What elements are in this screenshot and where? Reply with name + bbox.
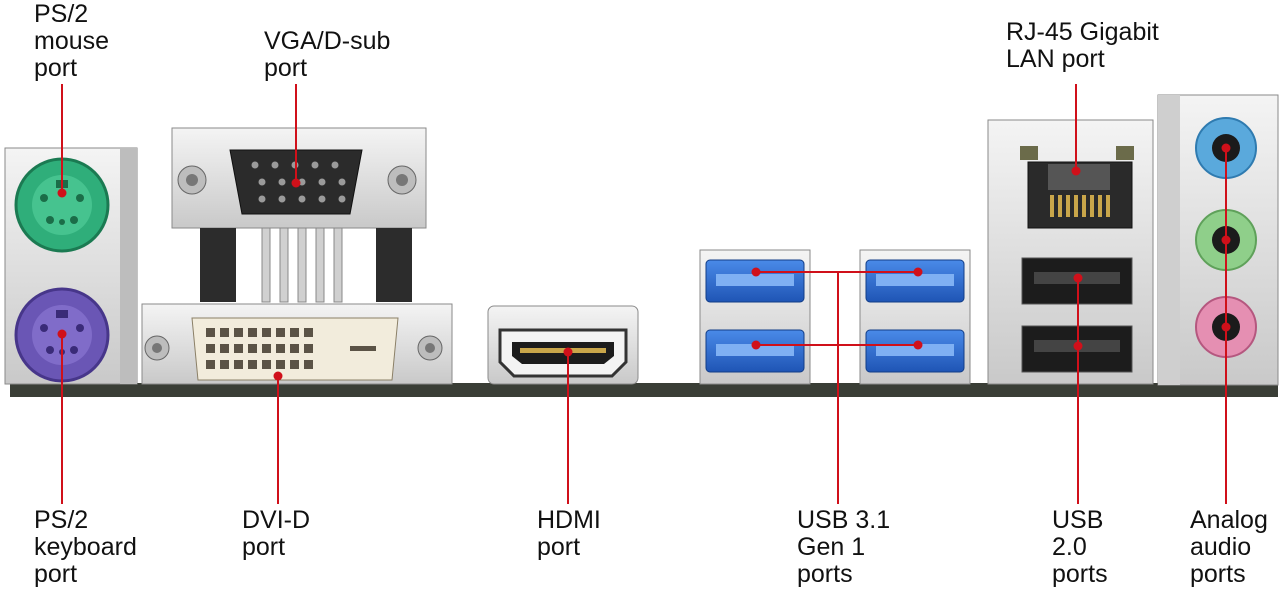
label-line: LAN port: [1006, 45, 1105, 73]
vga-port: [171, 127, 427, 303]
label-usb20: USB 2.0 ports: [1052, 507, 1108, 588]
label-line: port: [537, 533, 581, 561]
label-line: PS/2: [34, 506, 89, 534]
label-line: USB: [1052, 506, 1104, 534]
lan-usb20-stack: [987, 119, 1154, 385]
label-line: RJ-45 Gigabit: [1006, 18, 1159, 46]
label-line: mouse: [34, 27, 110, 55]
label-hdmi: HDMI port: [537, 507, 601, 561]
label-line: Analog: [1190, 506, 1268, 534]
label-line: ports: [1052, 560, 1108, 588]
label-line: audio: [1190, 533, 1252, 561]
label-usb31: USB 3.1 Gen 1 ports: [797, 507, 890, 588]
pcb-board: [10, 383, 1278, 397]
label-line: port: [34, 560, 78, 588]
label-line: ports: [797, 560, 853, 588]
label-line: port: [242, 533, 286, 561]
label-line: DVI-D: [242, 506, 311, 534]
label-rj45: RJ-45 Gigabit LAN port: [1006, 19, 1159, 73]
label-audio: Analog audio ports: [1190, 507, 1268, 588]
leader-lines: [57, 84, 1231, 504]
label-ps2-keyboard: PS/2 keyboard port: [34, 507, 137, 588]
label-line: 2.0: [1052, 533, 1087, 561]
label-vga: VGA/D-sub port: [264, 28, 390, 82]
label-line: port: [34, 54, 78, 82]
dvi-d-port: [141, 303, 453, 385]
label-ps2-mouse: PS/2 mouse port: [34, 1, 109, 82]
label-line: VGA/D-sub: [264, 27, 391, 55]
hdmi-port: [487, 305, 639, 385]
label-line: port: [264, 54, 308, 82]
label-line: Gen 1: [797, 533, 866, 561]
label-line: PS/2: [34, 0, 89, 28]
label-line: keyboard: [34, 533, 137, 561]
audio-block: [1157, 94, 1279, 386]
label-line: USB 3.1: [797, 506, 891, 534]
label-line: ports: [1190, 560, 1246, 588]
label-line: HDMI: [537, 506, 601, 534]
label-dvi: DVI-D port: [242, 507, 310, 561]
ps2-mouse-port: [14, 157, 110, 253]
